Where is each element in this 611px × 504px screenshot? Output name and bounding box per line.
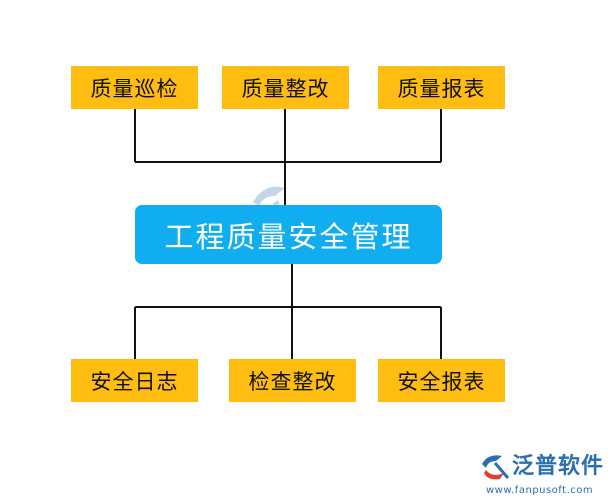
- node-safety-log: 安全日志: [71, 359, 198, 402]
- brand-name: 泛普软件: [512, 454, 605, 479]
- fanpu-logo-icon: [482, 455, 510, 480]
- node-inspection-rectification: 检查整改: [229, 359, 356, 402]
- node-quality-report-label: 质量报表: [397, 76, 486, 101]
- node-safety-report-label: 安全报表: [397, 369, 486, 394]
- brand-logo: 泛普软件 www.fanpusoft.com: [478, 450, 608, 502]
- node-quality-report: 质量报表: [378, 66, 505, 109]
- node-quality-inspection: 质量巡检: [71, 66, 198, 109]
- node-center-label: 工程质量安全管理: [164, 219, 413, 254]
- node-safety-report: 安全报表: [378, 359, 505, 402]
- node-quality-rectification: 质量整改: [222, 66, 349, 109]
- node-safety-log-label: 安全日志: [90, 369, 179, 394]
- brand-url: www.fanpusoft.com: [486, 485, 594, 496]
- node-inspection-rectification-label: 检查整改: [248, 369, 337, 394]
- node-center-management: 工程质量安全管理: [135, 205, 442, 264]
- node-quality-inspection-label: 质量巡检: [90, 76, 179, 101]
- node-quality-rectification-label: 质量整改: [241, 76, 330, 101]
